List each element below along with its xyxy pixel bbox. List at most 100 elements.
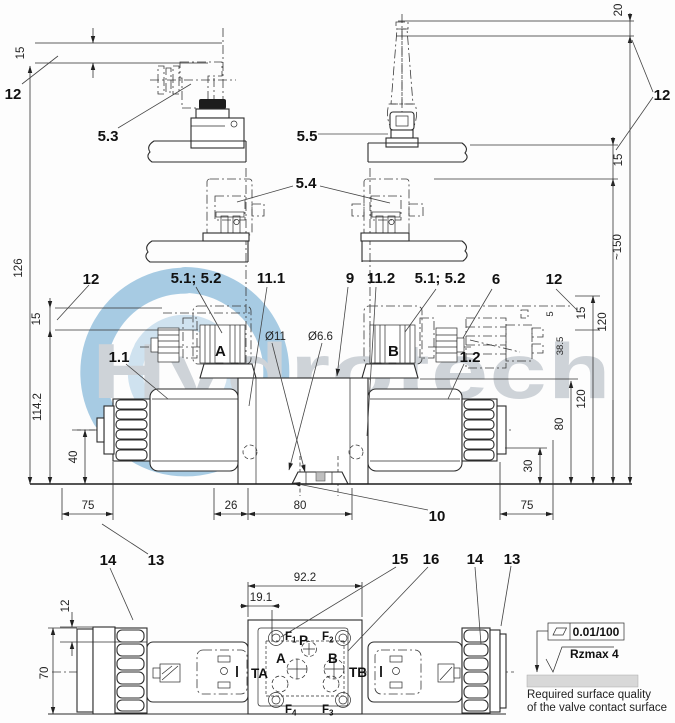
plug-section-right-bv	[437, 663, 461, 683]
callout-12-mid-left: 12	[83, 271, 100, 288]
mini-plug-right	[435, 327, 465, 363]
dim-80-right: 80	[554, 418, 566, 431]
callout-11-1: 11.1	[257, 270, 285, 287]
flatness-icon	[552, 627, 568, 636]
callout-51-52-left: 5.1; 5.2	[171, 270, 222, 287]
coil-a	[199, 324, 246, 377]
callout-13-right: 13	[504, 551, 521, 568]
port-label-f4: F4	[285, 704, 297, 718]
dim-75-left: 75	[82, 500, 95, 512]
port-labels: A B F1 F2 F4 F3 P A B TA TB	[215, 343, 399, 718]
callout-5-5: 5.5	[297, 128, 318, 145]
port-label-f3: F3	[322, 704, 334, 718]
din-connector-left-bv	[196, 649, 248, 695]
dim-5: 5	[545, 311, 556, 316]
dim-92-2: 92.2	[294, 572, 316, 584]
knurled-nut-left-bv	[114, 627, 148, 714]
callout-9: 9	[346, 270, 354, 287]
dim-15-right: 15	[576, 307, 588, 320]
solenoid-right	[367, 388, 507, 472]
f3-letter: F	[322, 704, 329, 716]
f1-sub: 1	[292, 636, 297, 645]
callout-1-2: 1.2	[460, 349, 481, 366]
connector-5-5-view	[367, 20, 634, 163]
dim-15-mid-left: 15	[31, 313, 43, 326]
cable-socket-6	[437, 305, 572, 369]
dim-120-inner: 120	[576, 389, 588, 408]
f1-letter: F	[285, 631, 292, 643]
coil-label-b: B	[388, 343, 399, 360]
dim-120-outer: 120	[597, 312, 609, 331]
ports	[268, 630, 351, 708]
callout-51-52-right: 5.1; 5.2	[415, 270, 466, 287]
callout-5-4: 5.4	[296, 175, 318, 192]
port-label-f1: F1	[285, 631, 297, 645]
dim-dia-11: Ø11	[265, 331, 286, 343]
connector-5-4-left-view	[145, 178, 265, 263]
surface-quality-note: 0.01/100 Rzmax 4 Required surface qualit…	[526, 622, 667, 714]
callout-12-top-right: 12	[654, 87, 671, 104]
leader-lines	[21, 39, 654, 652]
callout-1-1: 1.1	[109, 349, 130, 366]
surface-caption-2: of the valve contact surface	[527, 702, 667, 714]
connector-5-4-right-view	[351, 178, 468, 262]
knurled-nut-right-bv	[461, 627, 491, 714]
callout-12-top-left: 12	[5, 86, 22, 103]
callout-11-2: 11.2	[367, 270, 395, 287]
f2-letter: F	[322, 631, 329, 643]
dim-15-top-right: 15	[613, 154, 625, 167]
callout-13-left: 13	[148, 552, 165, 569]
callout-10: 10	[429, 508, 446, 525]
coil-label-a: A	[215, 343, 226, 360]
callout-16: 16	[423, 551, 440, 568]
callout-15: 15	[392, 551, 409, 568]
port-label-f2: F2	[322, 631, 334, 645]
callout-labels: 12 5.3 5.5 5.4 12 12 5.1; 5.2 11.1 9 11.…	[5, 86, 671, 569]
f2-sub: 2	[329, 636, 334, 645]
port-label-a: A	[276, 651, 286, 666]
dim-15-top-left: 15	[15, 47, 27, 60]
mini-plug-left	[150, 327, 180, 363]
f4-sub: 4	[292, 709, 297, 718]
knurled-nut-right	[461, 398, 498, 462]
dim-75-right: 75	[521, 500, 534, 512]
dim-114-2: 114.2	[32, 393, 44, 421]
port-label-tb: TB	[349, 665, 367, 680]
f4-letter: F	[285, 704, 292, 716]
knurled-nut-left	[112, 398, 151, 462]
callout-5-3: 5.3	[98, 128, 119, 145]
dim-19-1: 19.1	[250, 592, 272, 604]
dim-38-5: 38.5	[555, 337, 566, 356]
bottom-view	[48, 619, 507, 715]
dim-80-bottom: 80	[294, 500, 307, 512]
plug-section-left-bv	[152, 663, 181, 683]
dim-dia-6-6: Ø6.6	[308, 331, 333, 343]
callout-14-left: 14	[100, 552, 117, 569]
dim-40: 40	[68, 451, 80, 464]
callout-6: 6	[492, 271, 500, 288]
f3-sub: 3	[329, 709, 334, 718]
port-label-b: B	[328, 651, 338, 666]
surface-caption-1: Required surface quality	[527, 689, 651, 701]
dim-26: 26	[225, 500, 238, 512]
dim-30: 30	[523, 460, 535, 473]
dim-20: 20	[613, 4, 625, 17]
dimension-lines	[27, 13, 633, 715]
connector-5-3-view	[35, 42, 247, 163]
dim-126: 126	[13, 258, 25, 277]
callout-12-mid-right: 12	[546, 271, 563, 288]
roughness-icon	[545, 646, 614, 673]
surface-bar	[526, 674, 639, 688]
dimension-labels: 15 126 20 15 ~150 15 114.2 40 30 80 120 …	[13, 4, 625, 680]
dim-150: ~150	[612, 234, 624, 260]
callout-14-right: 14	[467, 551, 484, 568]
port-label-ta: TA	[251, 666, 268, 681]
solenoid-left	[96, 388, 239, 472]
flatness-value: 0.01/100	[573, 625, 620, 639]
dim-12-bottom-view: 12	[60, 600, 72, 613]
coil-b	[369, 324, 416, 377]
dim-70: 70	[39, 667, 51, 680]
port-label-p: P	[299, 633, 308, 648]
